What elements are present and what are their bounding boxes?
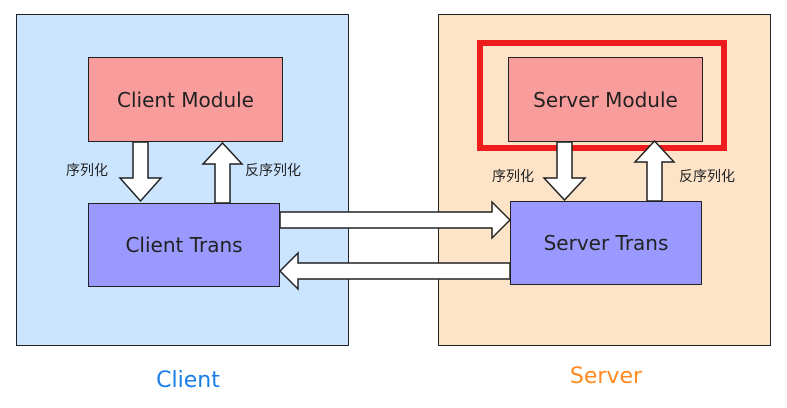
server-caption: Server — [569, 364, 643, 389]
server-module-highlight — [477, 40, 727, 151]
client-module-label: Client Module — [117, 87, 254, 112]
client-serialize-label: 序列化 — [66, 163, 108, 179]
client-deserialize-label: 反序列化 — [245, 163, 301, 179]
server-serialize-label: 序列化 — [492, 169, 534, 185]
client-trans-box: Client Trans — [88, 203, 280, 287]
server-deserialize-label: 反序列化 — [679, 169, 735, 185]
server-trans-label: Server Trans — [543, 231, 669, 255]
server-module-label: Server Module — [533, 87, 678, 112]
server-trans-box: Server Trans — [510, 201, 702, 285]
client-caption: Client — [156, 368, 220, 393]
client-trans-label: Client Trans — [125, 233, 243, 257]
client-module-box: Client Module — [88, 57, 283, 142]
server-module-box: Server Module — [508, 57, 703, 142]
